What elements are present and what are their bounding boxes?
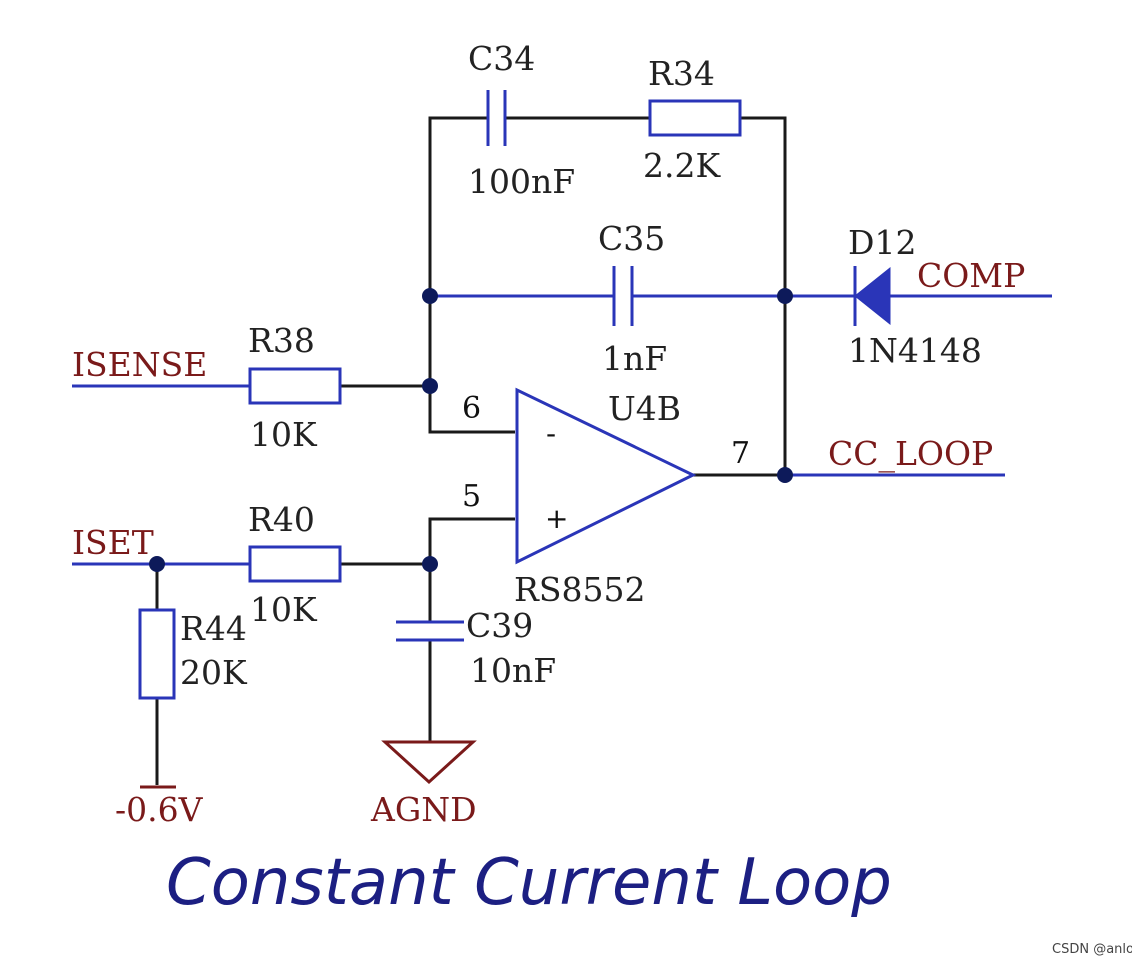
r40-ref: R40 — [248, 500, 315, 539]
resistor-r38: R38 10K — [248, 321, 342, 454]
opamp-pin-noninv: 5 — [462, 479, 481, 514]
net-cc-loop: CC_LOOP — [828, 434, 993, 474]
net-neg-supply: -0.6V — [115, 790, 204, 829]
u4b-ref: U4B — [608, 389, 681, 428]
wire-r34-right — [740, 116, 787, 475]
junction-dot — [422, 556, 438, 572]
wire-noninv-input — [428, 517, 515, 564]
diode-d12: D12 1N4148 — [848, 223, 982, 370]
junction-dot — [422, 288, 438, 304]
net-isense: ISENSE — [72, 345, 207, 384]
net-comp: COMP — [917, 256, 1025, 295]
credit-watermark: CSDN @anlog — [1052, 942, 1132, 957]
junction-dot — [777, 288, 793, 304]
r44-value: 20K — [180, 653, 248, 692]
r38-ref: R38 — [248, 321, 315, 360]
junction-dot — [422, 378, 438, 394]
junction-dot — [149, 556, 165, 572]
c34-ref: C34 — [468, 39, 535, 78]
opamp-pin-inv: 6 — [462, 391, 481, 426]
opamp-minus: - — [546, 417, 556, 450]
net-agnd: AGND — [370, 790, 477, 829]
ground-triangle — [381, 740, 477, 785]
capacitor-c39: C39 10nF — [396, 606, 556, 690]
r38-value: 10K — [250, 415, 318, 454]
c35-value: 1nF — [602, 339, 667, 378]
capacitor-c35: C35 1nF — [598, 219, 667, 378]
resistor-r40: R40 10K — [248, 500, 342, 629]
r34-ref: R34 — [648, 54, 715, 93]
junction-dot — [777, 467, 793, 483]
capacitor-c34: C34 100nF — [468, 39, 575, 201]
resistor-r44: R44 20K — [138, 608, 248, 700]
wire-c34-left — [428, 116, 488, 387]
c34-value: 100nF — [468, 162, 575, 201]
c39-value: 10nF — [470, 651, 556, 690]
d12-ref: D12 — [848, 223, 916, 262]
diode-triangle — [854, 266, 891, 326]
net-labels: ISENSE ISET COMP CC_LOOP -0.6V AGND — [72, 256, 1025, 829]
r40-value: 10K — [250, 590, 318, 629]
opamp-plus: + — [545, 502, 568, 535]
r34-value: 2.2K — [643, 146, 721, 185]
junctions — [149, 288, 793, 572]
resistor-r34: R34 2.2K — [643, 54, 742, 185]
net-iset: ISET — [72, 523, 154, 562]
u4b-value: RS8552 — [514, 570, 645, 609]
opamp-pin-out: 7 — [731, 436, 750, 471]
diagram-title: Constant Current Loop — [166, 846, 892, 920]
d12-value: 1N4148 — [848, 331, 982, 370]
wire-inv-input — [428, 387, 515, 434]
opamp-u4b: - + 6 5 7 U4B RS8552 — [462, 387, 750, 609]
c39-ref: C39 — [466, 606, 533, 645]
c35-ref: C35 — [598, 219, 665, 258]
opamp-triangle — [515, 387, 697, 565]
r44-ref: R44 — [180, 609, 247, 648]
agnd-symbol — [381, 740, 477, 785]
